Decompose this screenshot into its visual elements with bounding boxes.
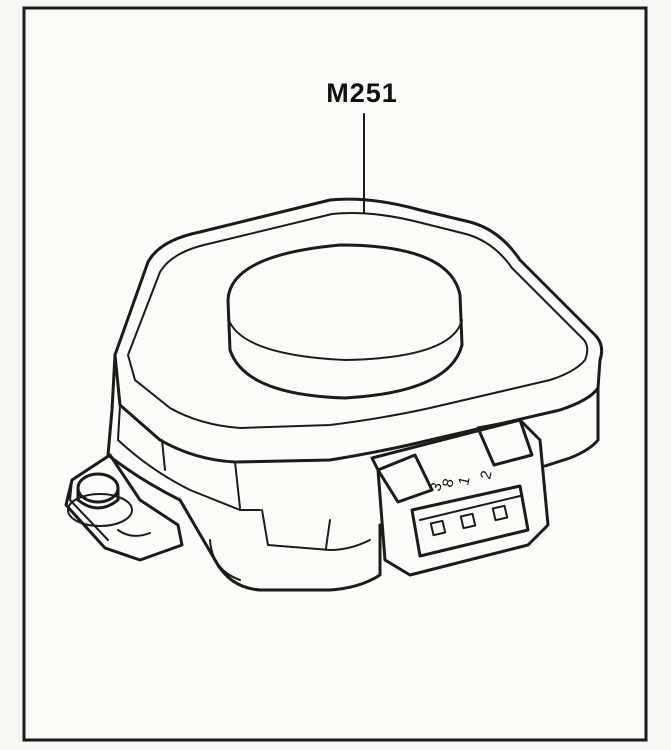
part-label: M251 (326, 78, 398, 108)
electrical-connector: 3 8 1 2 (370, 418, 550, 577)
pin-label-8: 8 (439, 477, 457, 489)
sensor-dome (226, 243, 464, 400)
sensor-housing (106, 197, 604, 592)
pin-label-2: 2 (477, 469, 495, 481)
connector-pins (429, 504, 509, 537)
pin-label-1: 1 (455, 475, 473, 487)
pin-label-3: 3 (427, 481, 445, 493)
diagram-border (22, 6, 648, 742)
mounting-ear (64, 453, 184, 562)
